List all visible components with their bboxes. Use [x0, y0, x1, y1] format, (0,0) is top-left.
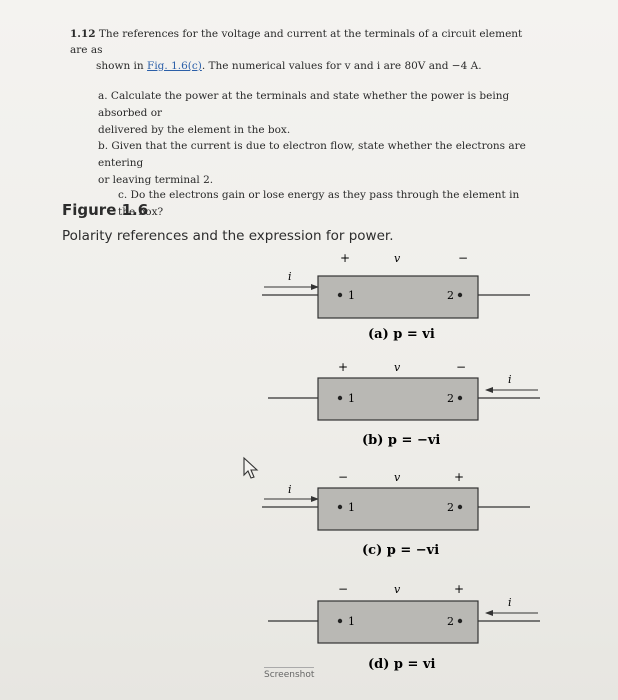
problem-intro-post: . The numerical values for v and i are 8… — [201, 60, 482, 72]
panel-c-element-box — [317, 487, 479, 531]
panel-c-terminal1-dot — [337, 504, 343, 510]
panel-d-element-box — [317, 600, 479, 644]
panel-b-terminal2: 2 — [447, 392, 454, 405]
mouse-cursor-icon — [243, 456, 259, 479]
panel-d-formula: (d) p = vi — [368, 657, 436, 672]
panel-a-terminal1-dot — [337, 292, 343, 298]
panel-c-i-label: i — [288, 483, 292, 496]
panel-c-right-sign: + — [454, 470, 464, 484]
problem-intro-line2: shown in Fig. 1.6(c). The numerical valu… — [70, 58, 540, 74]
panel-a-i-label: i — [288, 270, 292, 283]
figure-title: Figure 1.6 — [62, 201, 149, 219]
panel-b-formula: (b) p = −vi — [362, 433, 440, 448]
panel-d-i-label: i — [508, 596, 512, 609]
part-a-line1: a. Calculate the power at the terminals … — [98, 90, 510, 119]
panel-d-terminal2: 2 — [447, 615, 454, 628]
panel-d-right-sign: + — [454, 582, 464, 596]
panel-c-left-sign: − — [338, 470, 348, 484]
panel-c-v-label: v — [394, 471, 401, 484]
panel-c: i 1 2 − v + (c) p = −vi — [262, 470, 530, 558]
panel-a-v-label: v — [394, 252, 401, 265]
problem-intro-pre: shown in — [96, 60, 148, 72]
panel-c-terminal2: 2 — [447, 501, 454, 514]
part-c-line1: c. Do the electrons gain or lose energy … — [118, 189, 520, 218]
part-a: a. Calculate the power at the terminals … — [98, 88, 538, 139]
part-b-line1: b. Given that the current is due to elec… — [98, 140, 526, 169]
panel-b-i-label: i — [508, 373, 512, 386]
panel-c-terminal1: 1 — [348, 501, 355, 514]
screenshot-watermark: Screenshot — [264, 667, 315, 680]
panel-a-left-sign: + — [340, 251, 350, 265]
panel-a-element-box — [317, 275, 479, 319]
panel-b-element-box — [317, 377, 479, 421]
panel-b-v-label: v — [394, 361, 401, 374]
panel-d-terminal2-dot — [457, 618, 463, 624]
panel-a-formula: (a) p = vi — [368, 327, 435, 342]
problem-intro-line1: 1.12 The references for the voltage and … — [70, 26, 540, 58]
part-a-line2: delivered by the element in the box. — [98, 124, 291, 136]
panel-a-terminal2: 2 — [447, 289, 454, 302]
panel-a-terminal2-dot — [457, 292, 463, 298]
panel-c-terminal2-dot — [457, 504, 463, 510]
panel-d-terminal1: 1 — [348, 615, 355, 628]
panel-a-right-sign: − — [458, 251, 468, 265]
panel-b-terminal1-dot — [337, 395, 343, 401]
figure-link[interactable]: Fig. 1.6(c) — [147, 60, 202, 72]
part-b: b. Given that the current is due to elec… — [98, 138, 538, 189]
part-c: c. Do the electrons gain or lose energy … — [118, 187, 538, 221]
panel-d-terminal1-dot — [337, 618, 343, 624]
panel-d-left-sign: − — [338, 582, 348, 596]
panel-b-right-sign: − — [456, 360, 466, 374]
part-b-line2: or leaving terminal 2. — [98, 174, 214, 186]
panel-a-terminal1: 1 — [348, 289, 355, 302]
panel-d: i 1 2 − v + (d) p = vi — [268, 582, 540, 672]
panel-b: i 1 2 + v − (b) p = −vi — [268, 360, 540, 448]
problem-intro-text: The references for the voltage and curre… — [70, 28, 523, 56]
panel-c-formula: (c) p = −vi — [362, 543, 439, 558]
panel-d-v-label: v — [394, 583, 401, 596]
panel-b-terminal2-dot — [457, 395, 463, 401]
panel-a: i 1 2 + v − (a) p = vi — [262, 251, 530, 342]
figure-caption: Polarity references and the expression f… — [62, 228, 394, 244]
panel-b-left-sign: + — [338, 360, 348, 374]
panel-b-terminal1: 1 — [348, 392, 355, 405]
problem-statement: 1.12 The references for the voltage and … — [70, 26, 540, 74]
problem-number: 1.12 — [70, 28, 96, 40]
